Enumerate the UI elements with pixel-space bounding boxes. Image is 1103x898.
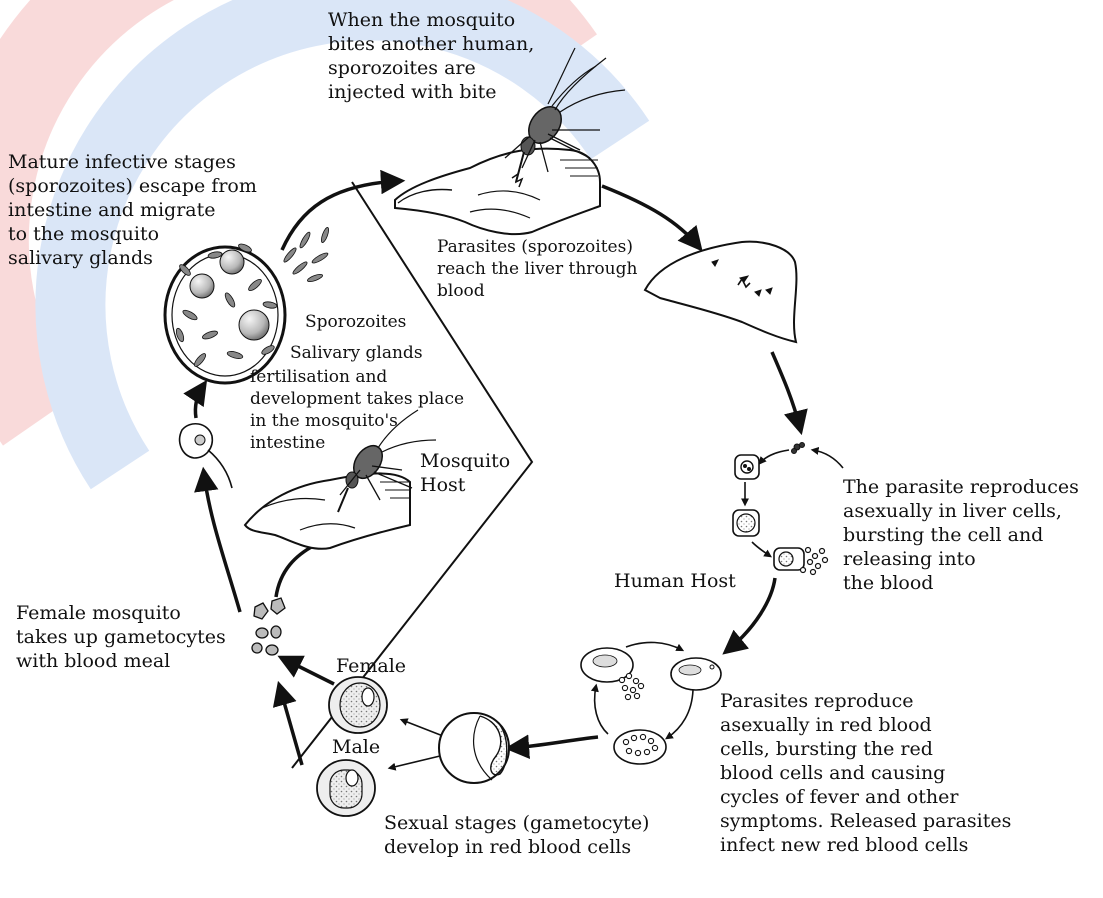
arrow-to-hand-top (282, 181, 398, 250)
label-salivary-glands: Salivary glands (290, 342, 423, 364)
arrow-to-oocyst (195, 386, 203, 418)
red-blood-cell-stages (581, 648, 721, 764)
liver-cell-stages (733, 443, 828, 575)
arrow-liver-down (772, 352, 800, 428)
label-liver-reproduce: The parasite reproduces asexually in liv… (843, 475, 1079, 595)
label-mosquito-host: Mosquito Host (420, 449, 510, 497)
arrow-male-to-blood (280, 688, 302, 765)
arrow-hand-lower-up (276, 545, 315, 597)
label-mature-stages: Mature infective stages (sporozoites) es… (8, 150, 257, 270)
label-female-mosquito: Female mosquito takes up gametocytes wit… (16, 601, 226, 673)
label-mosquito-bites: When the mosquito bites another human, s… (328, 8, 534, 104)
arrow-up-left-side (204, 474, 240, 612)
label-sexual-stages: Sexual stages (gametocyte) develop in re… (384, 811, 649, 859)
liver-illustration (645, 242, 796, 342)
arrow-rbc-to-gametocyte (512, 737, 598, 748)
label-reach-liver: Parasites (sporozoites) reach the liver … (437, 236, 637, 302)
label-male: Male (332, 735, 380, 759)
arrow-female-to-blood (284, 659, 334, 684)
label-fertilisation: fertilisation and development takes plac… (250, 366, 464, 454)
label-sporozoites: Sporozoites (305, 311, 406, 333)
gametocyte-blobs (252, 598, 285, 655)
label-rbc-reproduce: Parasites reproduce asexually in red blo… (720, 689, 1011, 857)
label-human-host: Human Host (614, 569, 736, 593)
label-female: Female (336, 654, 406, 678)
